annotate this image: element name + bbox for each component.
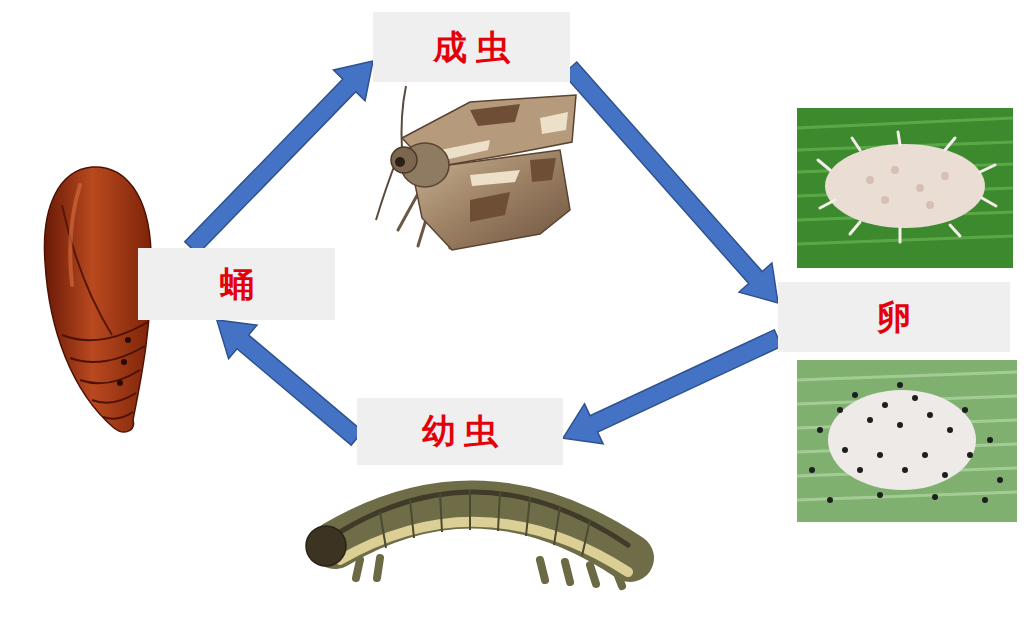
stage-label-box: 成虫 <box>373 12 570 82</box>
egg-picture <box>797 108 1013 268</box>
egg-mass <box>825 144 985 228</box>
larvae-dots <box>809 382 1003 503</box>
larva-picture <box>306 490 630 586</box>
stage-label-box: 卵 <box>778 282 1010 352</box>
block-arrow <box>563 330 782 444</box>
block-arrow <box>217 320 363 445</box>
larva-head <box>306 526 346 566</box>
leaf-veins <box>797 118 1013 244</box>
moth-picture <box>376 86 576 250</box>
egg-dots <box>866 166 949 209</box>
stage-label-box: 幼虫 <box>357 398 563 465</box>
pupa-body <box>44 167 151 432</box>
pupa-segments <box>62 322 148 419</box>
larva-segments <box>380 490 590 556</box>
block-arrow <box>185 61 373 254</box>
stage-name: 成虫 <box>425 27 519 68</box>
leaf <box>797 360 1017 522</box>
pupa-picture <box>44 167 151 432</box>
leaf <box>797 108 1013 268</box>
larva-legs <box>356 558 622 586</box>
stage-label-box: 蛹 <box>138 248 335 320</box>
leaf-veins <box>797 372 1017 500</box>
egg-mass <box>828 390 976 490</box>
stage-name: 卵 <box>869 297 920 338</box>
pupa-highlight <box>70 185 80 285</box>
moth-head <box>391 147 417 173</box>
moth-wing-light <box>440 112 568 186</box>
stage-name: 幼虫 <box>413 411 507 452</box>
block-arrow <box>563 62 778 303</box>
pupa-spiracles <box>117 337 131 386</box>
stage-name: 蛹 <box>211 264 262 305</box>
hatching-picture <box>797 360 1017 522</box>
moth-eye <box>395 157 405 167</box>
egg-hairs <box>818 132 996 242</box>
